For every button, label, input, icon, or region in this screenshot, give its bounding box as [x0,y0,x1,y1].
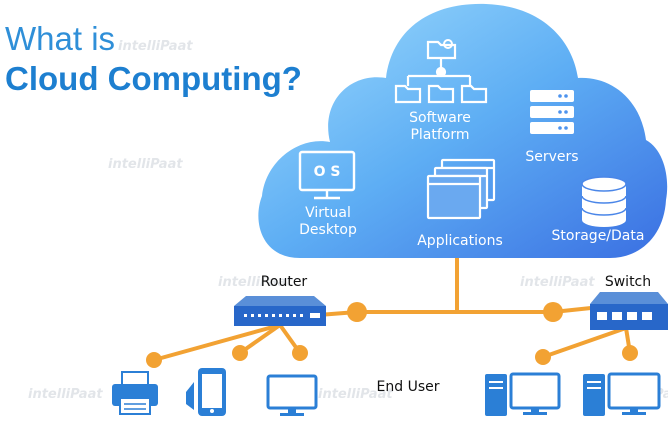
watermark: intelliPaat [28,387,103,402]
watermark: intelliPaat [318,387,393,402]
title-line-2: Cloud Computing? [5,60,302,97]
applications-label: Applications [417,233,503,249]
storage-data-icon [581,176,627,227]
virtual-desktop-label-line-1: Virtual [305,205,351,221]
watermark: intelliPaat [118,39,193,54]
software-label-line-2: Platform [410,127,469,143]
desktop-pc-icon [485,372,561,416]
servers-label: Servers [525,149,578,165]
virtual-desktop-label-line-2: Desktop [299,222,357,238]
watermark: intelliPaat [520,275,595,290]
watermark: intelliPaat [108,157,183,172]
storage-label: Storage/Data [552,228,645,244]
desktop-monitor-icon [266,374,318,416]
printer-icon [112,371,158,415]
end-user-label: End User [377,379,440,395]
servers-icon [530,90,574,134]
mobile-phone-icon [186,368,226,416]
router-icon [234,296,326,326]
connector-nodes [146,302,638,368]
os-badge: O S [314,164,341,180]
title-line-1: What is [5,20,115,57]
watermark: intelliPaat [218,275,293,290]
router-label: Router [261,274,308,290]
applications-icon [426,158,496,220]
switch-label: Switch [605,274,651,290]
desktop-pc-icon [583,372,661,416]
cloud [258,3,668,258]
virtual-desktop-icon: O S [298,150,356,200]
software-platform-icon [394,39,488,104]
switch-icon [590,292,668,330]
software-label-line-1: Software [409,110,471,126]
